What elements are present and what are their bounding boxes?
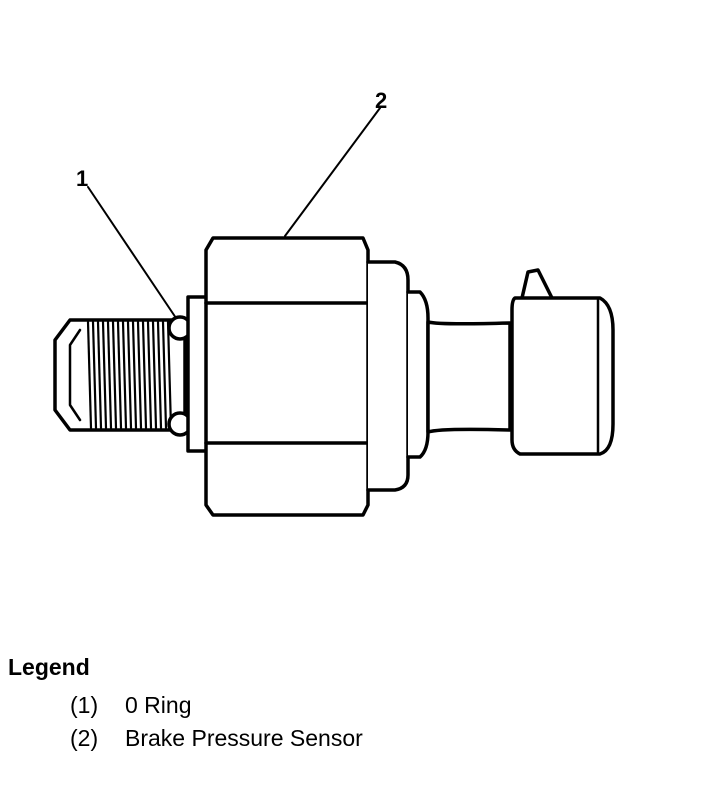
thread-line — [131, 320, 138, 430]
callout-1: 1 — [76, 166, 88, 191]
collar — [366, 260, 430, 492]
legend-item: (2) Brake Pressure Sensor — [8, 722, 698, 755]
legend-item-text: Brake Pressure Sensor — [125, 725, 363, 751]
threaded-fitting — [53, 318, 187, 432]
o-ring — [167, 315, 193, 437]
leader-line-2 — [284, 107, 381, 237]
legend-title: Legend — [8, 654, 90, 680]
thread-line — [106, 320, 113, 430]
thread-line — [146, 320, 153, 430]
thread-line — [156, 320, 163, 430]
legend-item-text: 0 Ring — [125, 692, 192, 718]
thread-line — [96, 320, 103, 430]
legend-item: (1) 0 Ring — [8, 689, 698, 722]
legend-item-number: (1) — [70, 692, 99, 718]
thread-line — [121, 320, 128, 430]
sensor-diagram: 1 2 — [53, 88, 615, 517]
thread-line — [101, 320, 108, 430]
thread-line — [161, 320, 168, 430]
thread-line — [116, 320, 123, 430]
thread-line — [91, 320, 98, 430]
thread-line — [136, 320, 143, 430]
thread-line — [111, 320, 118, 430]
hex-body — [204, 236, 370, 517]
thread-line — [126, 320, 133, 430]
thread-line — [151, 320, 158, 430]
legend: Legend (1) 0 Ring (2) Brake Pressure Sen… — [8, 654, 698, 755]
thread-lines — [86, 320, 173, 430]
neck — [426, 320, 512, 434]
legend-item-number: (2) — [70, 725, 99, 751]
thread-line — [86, 320, 93, 430]
thread-line — [166, 320, 173, 430]
thread-line — [141, 320, 148, 430]
leader-line-1 — [87, 186, 177, 319]
callout-2: 2 — [375, 88, 387, 113]
electrical-connector — [510, 268, 615, 456]
